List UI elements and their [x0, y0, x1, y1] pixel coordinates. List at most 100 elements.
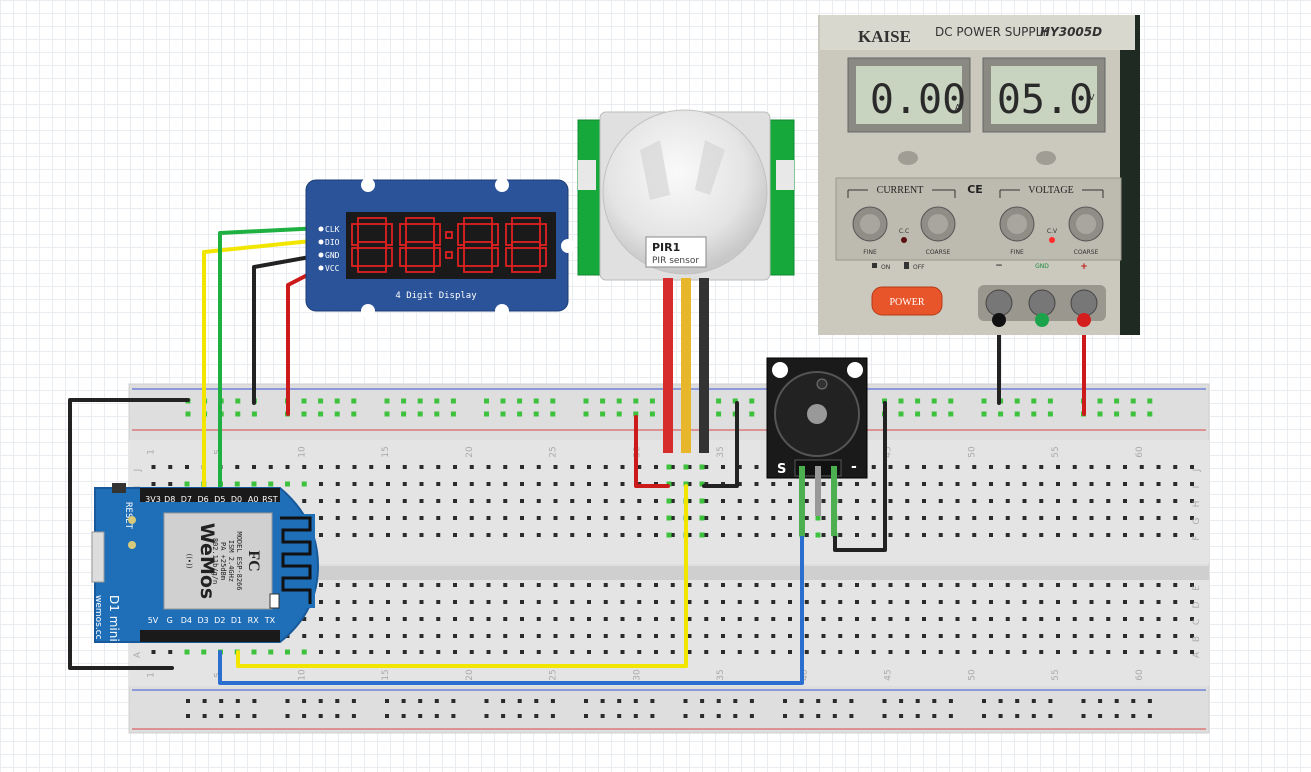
breadboard-hole[interactable] — [821, 634, 826, 638]
breadboard-hole[interactable] — [151, 465, 156, 469]
breadboard-hole[interactable] — [905, 482, 910, 486]
breadboard-hole[interactable] — [570, 499, 575, 503]
breadboard-hole[interactable] — [654, 516, 658, 520]
breadboard-hole[interactable] — [888, 465, 893, 469]
breadboard-hole[interactable] — [1039, 600, 1044, 604]
breadboard-hole[interactable] — [871, 533, 876, 537]
breadboard-hole[interactable] — [955, 634, 960, 638]
breadboard-hole[interactable] — [520, 583, 524, 587]
rail-hole[interactable] — [716, 699, 721, 703]
breadboard-hole[interactable] — [419, 650, 424, 654]
breadboard-hole[interactable] — [754, 583, 759, 587]
breadboard-hole[interactable] — [737, 583, 742, 587]
breadboard-hole[interactable] — [1056, 482, 1060, 486]
breadboard-hole[interactable] — [888, 600, 893, 604]
breadboard-hole[interactable] — [888, 634, 893, 638]
breadboard-hole[interactable] — [386, 533, 390, 537]
breadboard-hole[interactable] — [989, 617, 993, 621]
breadboard-hole[interactable] — [687, 516, 692, 520]
rail-hole[interactable] — [1048, 714, 1053, 718]
breadboard-hole[interactable] — [469, 516, 474, 520]
breadboard-hole[interactable] — [570, 482, 575, 486]
rail-hole[interactable] — [235, 699, 240, 703]
breadboard-hole[interactable] — [553, 583, 558, 587]
breadboard-hole[interactable] — [469, 465, 474, 469]
breadboard-hole[interactable] — [871, 516, 876, 520]
breadboard-hole[interactable] — [871, 650, 876, 654]
breadboard-hole[interactable] — [855, 600, 859, 604]
rail-hole[interactable] — [932, 699, 937, 703]
breadboard-hole[interactable] — [1156, 650, 1161, 654]
rail-hole[interactable] — [252, 714, 257, 718]
breadboard-hole[interactable] — [369, 600, 374, 604]
breadboard-hole[interactable] — [855, 499, 859, 503]
breadboard-hole[interactable] — [620, 499, 625, 503]
breadboard-hole[interactable] — [587, 516, 591, 520]
breadboard-hole[interactable] — [335, 499, 340, 503]
rail-hole[interactable] — [534, 699, 539, 703]
breadboard-hole[interactable] — [1089, 634, 1094, 638]
rail-hole[interactable] — [617, 699, 622, 703]
breadboard-hole[interactable] — [536, 583, 541, 587]
rail-hole[interactable] — [799, 699, 804, 703]
breadboard-hole[interactable] — [804, 650, 809, 654]
breadboard-hole[interactable] — [938, 634, 943, 638]
breadboard-hole[interactable] — [352, 583, 357, 587]
breadboard-hole[interactable] — [369, 516, 374, 520]
breadboard-hole[interactable] — [721, 600, 725, 604]
breadboard-hole[interactable] — [771, 516, 776, 520]
breadboard-hole[interactable] — [938, 583, 943, 587]
breadboard-hole[interactable] — [955, 533, 960, 537]
breadboard-hole[interactable] — [788, 516, 792, 520]
rail-hole[interactable] — [484, 714, 489, 718]
breadboard-hole[interactable] — [888, 516, 893, 520]
rail-hole[interactable] — [1147, 714, 1152, 718]
rail-hole[interactable] — [418, 699, 423, 703]
breadboard-hole[interactable] — [855, 583, 859, 587]
breadboard-hole[interactable] — [721, 650, 725, 654]
breadboard-hole[interactable] — [821, 600, 826, 604]
breadboard-hole[interactable] — [804, 583, 809, 587]
breadboard-hole[interactable] — [955, 465, 960, 469]
breadboard-hole[interactable] — [1190, 600, 1194, 604]
rail-hole[interactable] — [1081, 714, 1086, 718]
breadboard-hole[interactable] — [838, 600, 843, 604]
breadboard-hole[interactable] — [1106, 533, 1111, 537]
rail-hole[interactable] — [683, 699, 688, 703]
breadboard-hole[interactable] — [737, 482, 742, 486]
breadboard-hole[interactable] — [838, 583, 843, 587]
display-pin[interactable] — [318, 226, 324, 232]
rail-hole[interactable] — [1015, 714, 1020, 718]
breadboard-hole[interactable] — [168, 482, 173, 486]
breadboard-hole[interactable] — [436, 516, 441, 520]
breadboard-hole[interactable] — [1056, 600, 1060, 604]
breadboard-hole[interactable] — [1022, 583, 1027, 587]
rail-hole[interactable] — [434, 699, 439, 703]
rail-hole[interactable] — [1031, 699, 1036, 703]
breadboard-hole[interactable] — [553, 516, 558, 520]
breadboard-hole[interactable] — [386, 516, 390, 520]
breadboard-hole[interactable] — [603, 482, 608, 486]
rail-hole[interactable] — [982, 714, 986, 718]
rail-hole[interactable] — [501, 714, 506, 718]
breadboard-hole[interactable] — [386, 600, 390, 604]
rail-hole[interactable] — [351, 699, 356, 703]
breadboard-hole[interactable] — [855, 533, 859, 537]
wire-yellow-dio[interactable] — [202, 238, 323, 488]
breadboard-hole[interactable] — [754, 600, 759, 604]
breadboard-hole[interactable] — [419, 634, 424, 638]
breadboard-hole[interactable] — [453, 650, 457, 654]
breadboard-hole[interactable] — [1072, 516, 1077, 520]
breadboard-hole[interactable] — [1190, 583, 1194, 587]
breadboard-hole[interactable] — [1005, 634, 1010, 638]
breadboard-hole[interactable] — [285, 465, 290, 469]
breadboard-hole[interactable] — [871, 600, 876, 604]
breadboard-hole[interactable] — [352, 617, 357, 621]
wire-black-display-gnd[interactable] — [252, 253, 323, 405]
breadboard-hole[interactable] — [352, 465, 357, 469]
breadboard-hole[interactable] — [804, 482, 809, 486]
rail-hole[interactable] — [733, 699, 738, 703]
rail-hole[interactable] — [982, 699, 986, 703]
wire-green-clk[interactable] — [218, 226, 323, 488]
breadboard-hole[interactable] — [972, 617, 977, 621]
